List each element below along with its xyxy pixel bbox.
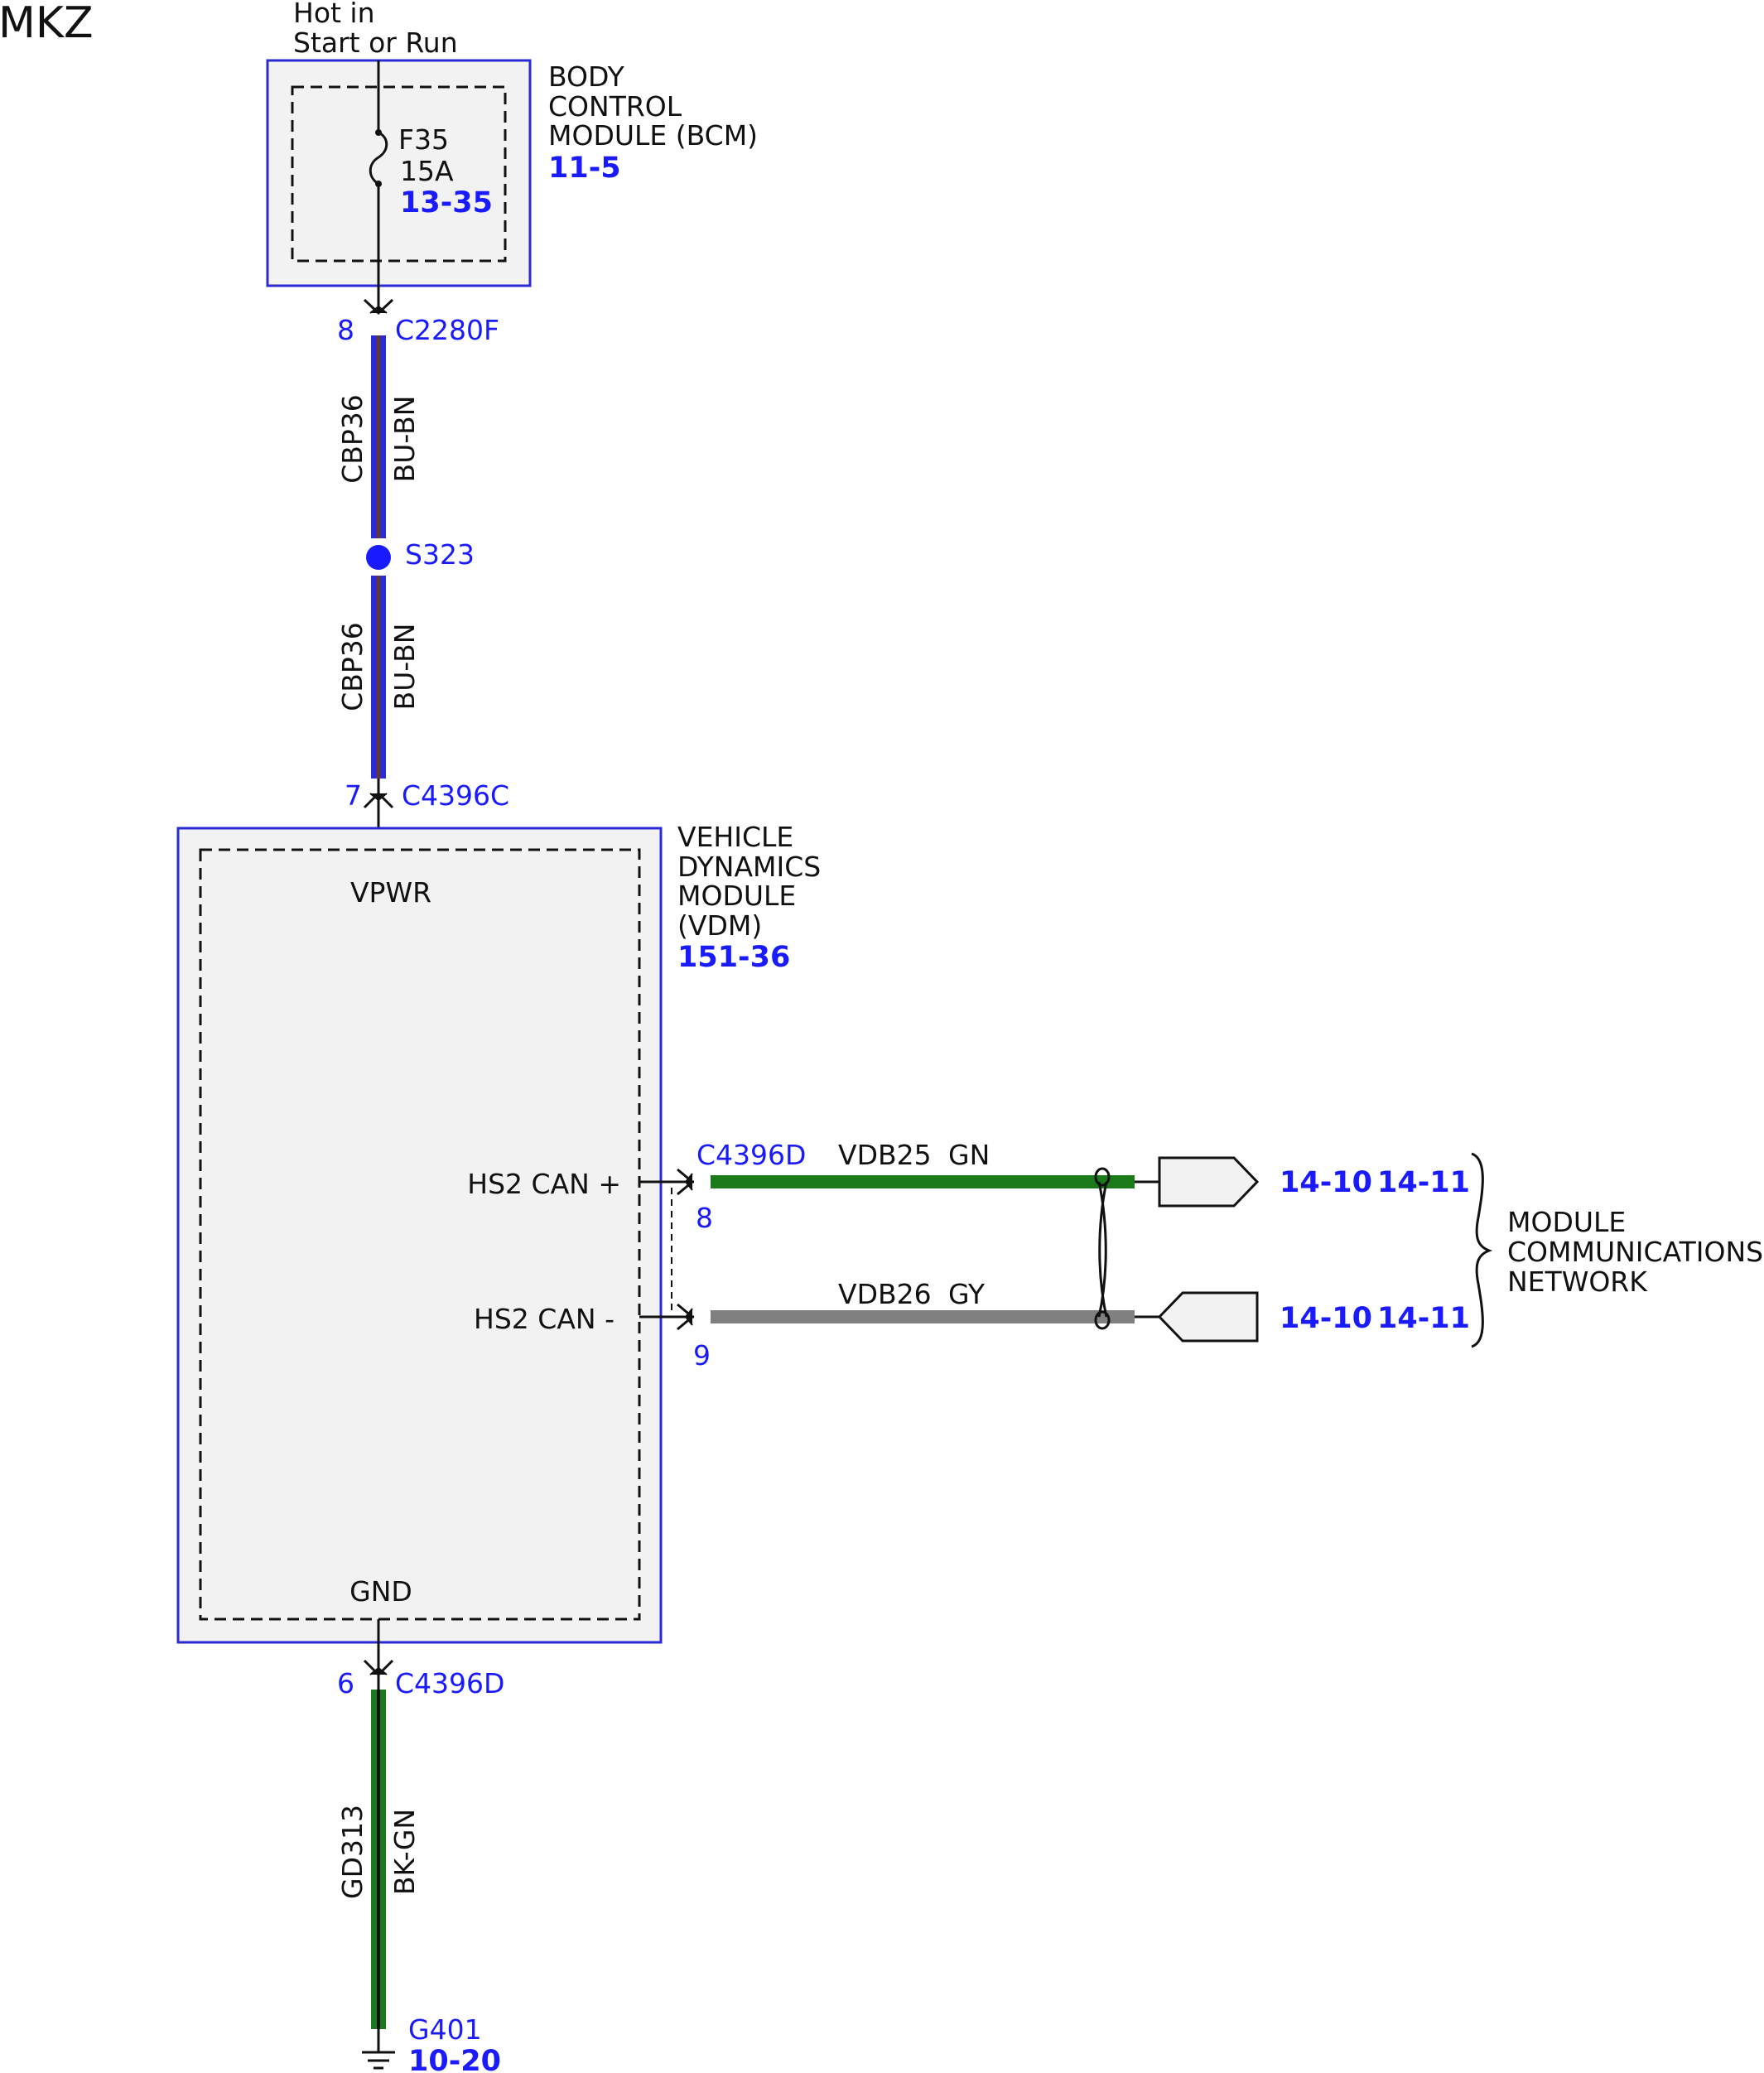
vdm-module[interactable]: [176, 827, 663, 1644]
can-plus-ref1-link[interactable]: 14-10: [1280, 1166, 1372, 1199]
network-label-line2: COMMUNICATIONS: [1507, 1236, 1763, 1268]
wire-ground-circuit-group: GD313: [336, 1805, 369, 1899]
twist-loop-bottom: [1094, 1310, 1111, 1330]
connector-gnd-pin-icon: [369, 1666, 388, 1675]
wire-vdb25-color: GN: [948, 1139, 990, 1171]
ground-reference-link[interactable]: 10-20: [408, 2045, 501, 2073]
vdm-pin-can-minus: HS2 CAN -: [474, 1303, 615, 1335]
wire-upper-color-group: BU-BN: [388, 396, 421, 483]
connector-c2280f-pin: 8: [337, 314, 354, 346]
can-plus-connector-icon[interactable]: [1158, 1156, 1260, 1208]
twisted-pair-icon: [1094, 1167, 1111, 1330]
fuse-rating: 15A: [400, 155, 454, 187]
network-label-line1: MODULE: [1507, 1206, 1626, 1238]
vdm-name-line2: DYNAMICS: [677, 851, 821, 883]
power-source-label-line1: Hot in: [293, 0, 375, 29]
vdm-pin-vpwr: VPWR: [350, 876, 431, 909]
wire-vdb25[interactable]: [711, 1175, 1135, 1188]
twist-loop-top: [1094, 1167, 1111, 1187]
ground-name: G401: [408, 2013, 482, 2046]
vdm-pin-can-plus: HS2 CAN +: [467, 1168, 621, 1200]
connector-c4396d-can-name[interactable]: C4396D: [696, 1139, 806, 1171]
bcm-reference-link[interactable]: 11-5: [548, 152, 621, 185]
wire-ground-color: BK-GN: [388, 1809, 421, 1895]
connector-c2280f-name[interactable]: C2280F: [395, 314, 499, 346]
twist-path-b: [1098, 1181, 1108, 1318]
vdm-reference-link[interactable]: 151-36: [677, 941, 790, 974]
vdm-name-line3: MODULE: [677, 880, 796, 912]
page-title: MKZ: [0, 0, 94, 48]
can-minus-ref1-link[interactable]: 14-10: [1280, 1302, 1372, 1335]
connector-c4396d-gnd-name[interactable]: C4396D: [395, 1667, 504, 1699]
connector-can-plus-pin-icon: [684, 1173, 693, 1191]
connector-can-minus-pin: 9: [693, 1339, 711, 1372]
splice-icon[interactable]: [366, 545, 391, 570]
bcm-name-line1: BODY: [548, 60, 625, 93]
wire-ground-color-group: BK-GN: [388, 1809, 421, 1895]
bcm-outer-box: [266, 59, 532, 287]
can-minus-connector-icon[interactable]: [1157, 1291, 1259, 1343]
vdm-name-line1: VEHICLE: [677, 821, 793, 853]
wire-vdb26[interactable]: [711, 1310, 1135, 1323]
splice-name: S323: [405, 538, 475, 571]
connector-can-plus-pin: 8: [696, 1202, 713, 1234]
bcm-module[interactable]: [266, 59, 532, 287]
wire-vdb26-circuit: VDB26: [838, 1278, 932, 1310]
wire-lower-color-group: BU-BN: [388, 624, 421, 711]
power-source-label-line2: Start or Run: [293, 27, 458, 59]
twist-path-a: [1097, 1181, 1107, 1318]
bcm-inner-box: [291, 85, 507, 263]
wire-upper-color: BU-BN: [388, 396, 421, 483]
vdm-pin-gnd: GND: [349, 1575, 412, 1608]
fuse-name: F35: [398, 123, 449, 156]
connector-c4396c-pin: 7: [345, 779, 362, 812]
vdm-outer-box: [176, 827, 663, 1644]
connector-c4396d-gnd-pin: 6: [337, 1667, 354, 1699]
fuse-reference-link[interactable]: 13-35: [400, 186, 493, 219]
bcm-name-line3: MODULE (BCM): [548, 119, 758, 152]
wire-upper-circuit: CBP36: [336, 394, 369, 484]
connector-can-minus-pin-icon: [684, 1308, 693, 1326]
wire-upper-circuit-group: CBP36: [336, 394, 369, 484]
connector-c2280f-pin-icon: [369, 305, 388, 314]
wire-lower-circuit: CBP36: [336, 622, 369, 711]
vdm-inner-box: [199, 848, 641, 1621]
network-brace-icon: [1471, 1152, 1493, 1348]
fuse-terminal-top: [375, 129, 382, 136]
ground-icon[interactable]: [362, 2029, 395, 2070]
wire-lower-circuit-group: CBP36: [336, 622, 369, 711]
can-minus-ref2-link[interactable]: 14-11: [1377, 1302, 1470, 1335]
wire-vdb25-circuit: VDB25: [838, 1139, 932, 1171]
wire-lower-color: BU-BN: [388, 624, 421, 711]
fuse-icon[interactable]: [369, 131, 388, 186]
wire-vdb26-color: GY: [948, 1278, 986, 1310]
bcm-name-line2: CONTROL: [548, 90, 682, 123]
vdm-name-line4: (VDM): [677, 909, 762, 942]
connector-c4396c-name[interactable]: C4396C: [402, 779, 509, 812]
wire-ground-circuit: GD313: [336, 1805, 369, 1899]
network-label-line3: NETWORK: [1507, 1265, 1648, 1298]
can-plus-ref2-link[interactable]: 14-11: [1377, 1166, 1470, 1199]
